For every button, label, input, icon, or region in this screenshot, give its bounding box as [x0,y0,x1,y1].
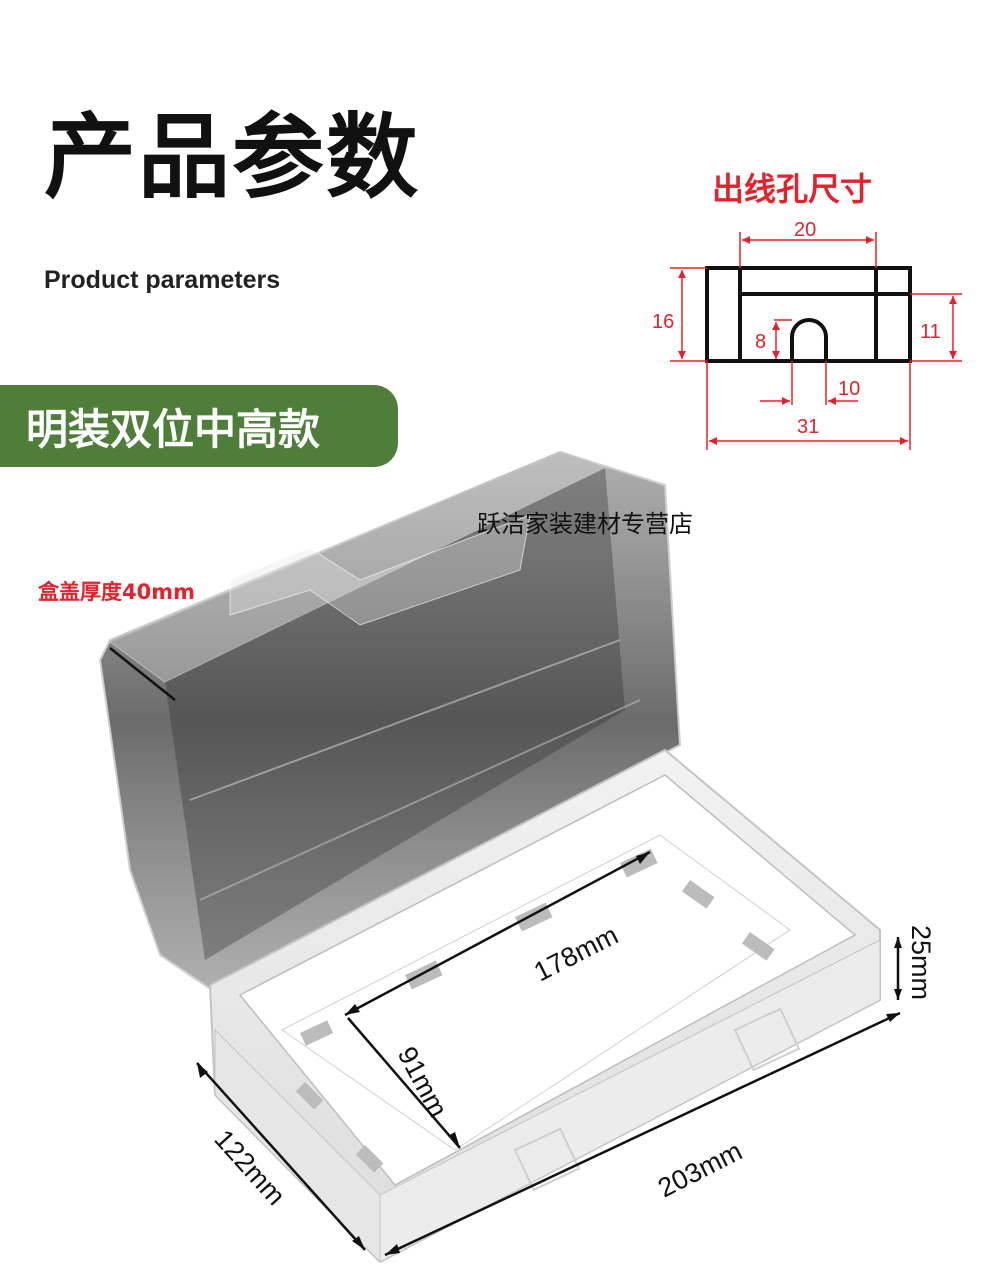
model-badge-label: 明装双位中高款 [26,404,321,454]
dim-slot-height: 8 [755,331,766,353]
box-lid [98,450,682,992]
box-base [208,748,881,1264]
lid-thickness-label: 盒盖厚度40mm [38,580,195,604]
model-badge: 明装双位中高款 [0,385,398,467]
page-title: 产品参数 [44,104,421,211]
dim-total-height: 16 [652,311,674,333]
depth-label: 25mm [906,925,936,1000]
store-watermark: 跃洁家装建材专营店 [477,510,693,538]
hole-diagram-title: 出线孔尺寸 [712,170,873,208]
cable-hole-diagram: 20 31 10 16 11 8 [652,219,962,450]
dim-right-height: 11 [920,321,941,343]
page-subtitle: Product parameters [44,266,281,294]
dim-slot-width: 10 [838,378,860,400]
outer-length-label: 203mm [653,1136,747,1204]
dim-total-width: 31 [797,416,819,438]
dim-top-width: 20 [794,219,816,241]
